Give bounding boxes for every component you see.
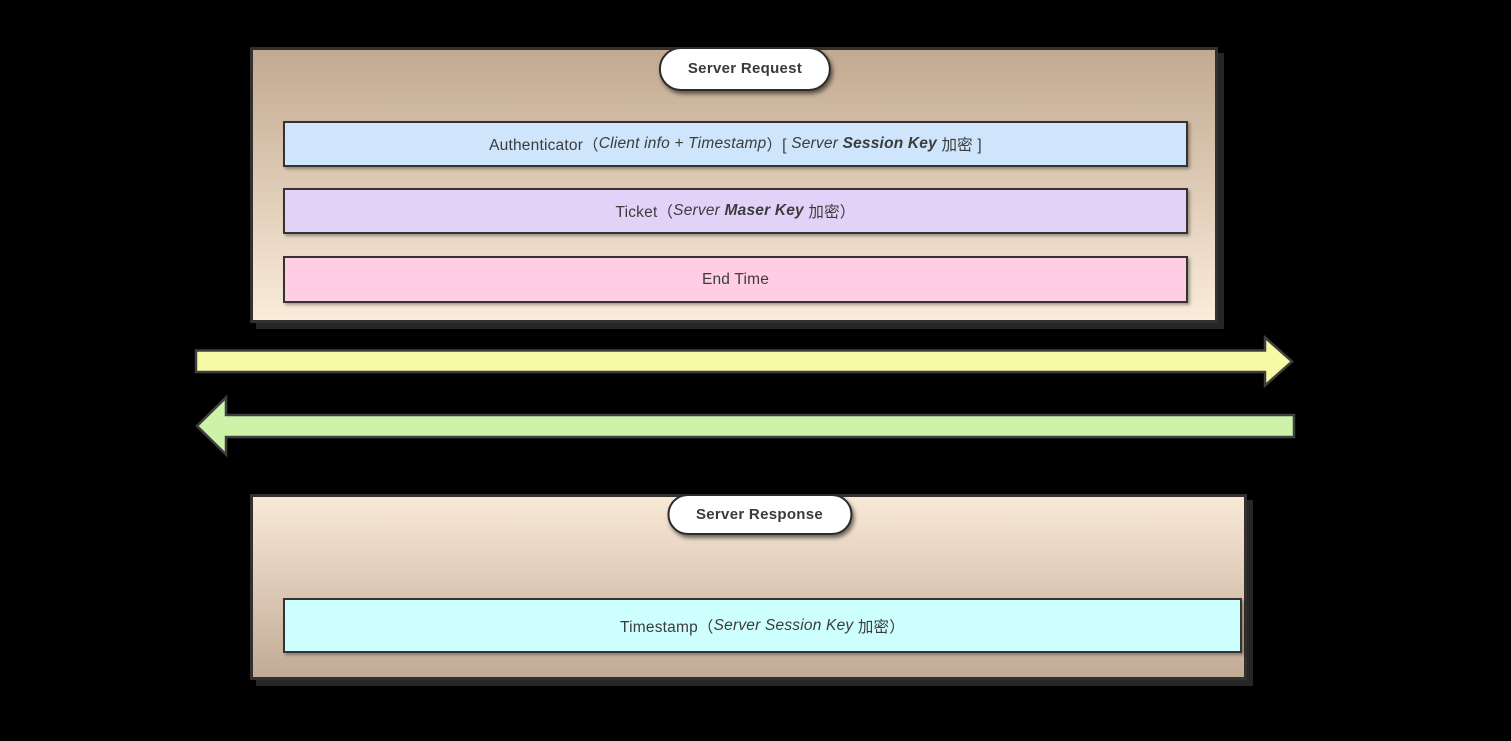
server-text: Server	[673, 202, 725, 219]
session-key-text: Session Key	[842, 135, 937, 152]
server-request-title-label: Server Request	[687, 60, 803, 77]
end-time-bar: End Time	[283, 256, 1188, 303]
server-request-panel: Server Request Authenticator（Client info…	[250, 47, 1218, 323]
encrypt-bracket-text: 加密 ]	[936, 137, 982, 154]
timestamp-bar: Timestamp（Server Session Key 加密）	[283, 598, 1242, 653]
end-time-text: End Time	[701, 270, 770, 288]
encrypt-paren-text: 加密）	[853, 618, 905, 636]
server-session-key-text: Server Session Key	[713, 616, 854, 634]
bracket-text: ）[	[766, 137, 792, 154]
ticket-text: Ticket（	[615, 204, 674, 221]
encrypt-paren-text: 加密）	[803, 204, 856, 221]
server-text: Server	[791, 135, 843, 152]
response-arrow-left-icon	[195, 394, 1296, 458]
server-request-title: Server Request	[658, 47, 832, 91]
authenticator-bar: Authenticator（Client info + Timestamp）[ …	[283, 121, 1188, 167]
timestamp-text: Timestamp（	[620, 618, 714, 636]
client-info-timestamp-text: Client info + Timestamp	[598, 135, 767, 152]
request-arrow-right-icon	[194, 334, 1294, 389]
server-response-title: Server Response	[666, 494, 853, 535]
server-response-panel: Server Response Timestamp（Server Session…	[250, 494, 1247, 680]
authenticator-text: Authenticator（	[489, 137, 599, 154]
ticket-bar: Ticket（Server Maser Key 加密）	[283, 188, 1188, 234]
maser-key-text: Maser Key	[724, 202, 804, 219]
server-response-title-label: Server Response	[695, 506, 824, 523]
